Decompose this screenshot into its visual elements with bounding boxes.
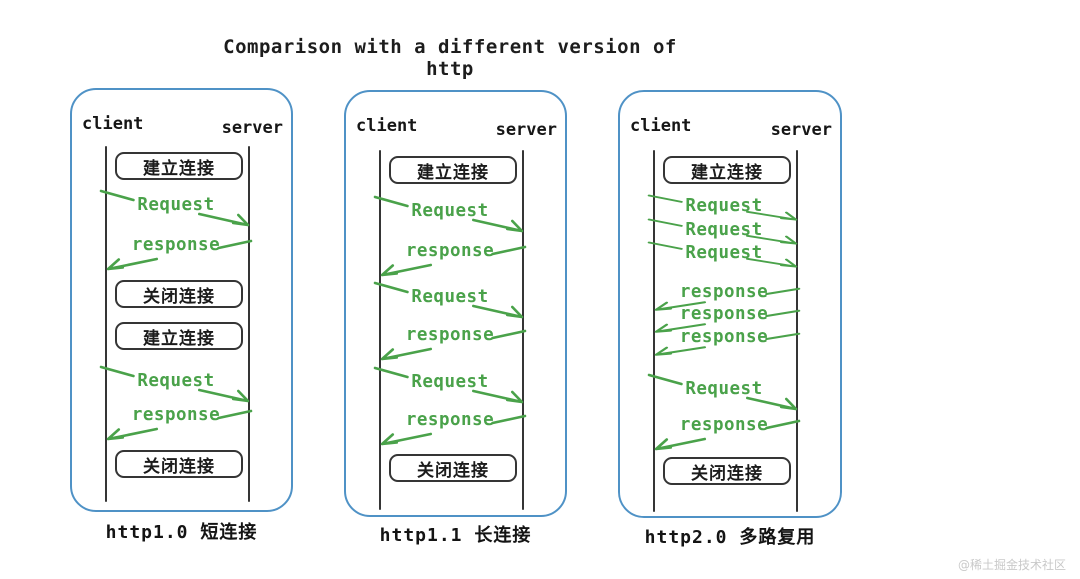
box-label: 关闭连接 bbox=[691, 463, 763, 484]
response-arrow: response bbox=[374, 322, 527, 362]
arrow-label: Request bbox=[137, 195, 215, 215]
arrow-strokes bbox=[654, 287, 801, 311]
watermark: @稀土掘金技术社区 bbox=[957, 558, 1066, 572]
arrow-strokes bbox=[654, 332, 801, 356]
response-arrow: response bbox=[374, 407, 527, 447]
caption-http1-0: http1.0 短连接 bbox=[105, 522, 258, 543]
caption-http1-1: http1.1 长连接 bbox=[379, 525, 532, 546]
request-arrow: Request bbox=[647, 239, 800, 273]
box-label: 建立连接 bbox=[143, 158, 215, 179]
box-label: 关闭连接 bbox=[143, 286, 215, 307]
close-connection-box: 关闭连接 bbox=[389, 454, 517, 482]
request-arrow: Request bbox=[373, 192, 526, 240]
arrow-strokes bbox=[647, 218, 798, 245]
panel-http2-0: client server 建立连接 Request Request Reque… bbox=[618, 90, 842, 518]
arrow-label: Request bbox=[685, 379, 763, 399]
arrow-strokes bbox=[647, 241, 798, 268]
response-arrow: response bbox=[648, 412, 801, 452]
request-arrow: Request bbox=[647, 192, 800, 226]
arrow-strokes bbox=[373, 281, 524, 319]
arrow-strokes bbox=[99, 189, 250, 227]
page-title: Comparison with a different version of h… bbox=[223, 36, 677, 80]
arrow-label: Request bbox=[685, 220, 763, 240]
arrow-label: Request bbox=[685, 243, 763, 263]
response-arrow: response bbox=[100, 232, 253, 272]
arrow-label: response bbox=[679, 304, 769, 324]
arrow-label: Request bbox=[411, 287, 489, 307]
arrow-strokes bbox=[106, 239, 253, 271]
box-label: 关闭连接 bbox=[143, 456, 215, 477]
arrow-label: response bbox=[405, 325, 495, 345]
arrow-label: response bbox=[679, 327, 769, 347]
box-label: 建立连接 bbox=[691, 162, 763, 183]
arrow-strokes bbox=[654, 419, 801, 451]
close-connection-box: 关闭连接 bbox=[663, 457, 791, 485]
caption-http2-0: http2.0 多路复用 bbox=[644, 527, 816, 548]
arrow-label: Request bbox=[685, 196, 763, 216]
arrow-label: Request bbox=[137, 371, 215, 391]
request-arrow: Request bbox=[99, 362, 252, 410]
server-label: server bbox=[495, 120, 557, 140]
client-lifeline bbox=[379, 150, 382, 510]
arrow-strokes bbox=[373, 366, 524, 404]
client-label: client bbox=[82, 114, 144, 134]
establish-connection-box: 建立连接 bbox=[115, 322, 243, 350]
arrow-label: response bbox=[405, 410, 495, 430]
arrow-strokes bbox=[654, 309, 801, 333]
client-lifeline bbox=[105, 146, 108, 502]
request-arrow: Request bbox=[647, 370, 800, 418]
arrow-label: response bbox=[405, 241, 495, 261]
panel-http1-1: client server 建立连接 Request response Requ… bbox=[344, 90, 567, 517]
server-lifeline bbox=[796, 150, 799, 512]
arrow-strokes bbox=[106, 409, 253, 441]
client-label: client bbox=[356, 116, 418, 136]
request-arrow: Request bbox=[99, 186, 252, 234]
request-arrow: Request bbox=[373, 363, 526, 411]
close-connection-box: 关闭连接 bbox=[115, 280, 243, 308]
close-connection-box: 关闭连接 bbox=[115, 450, 243, 478]
arrow-label: response bbox=[131, 405, 221, 425]
establish-connection-box: 建立连接 bbox=[663, 156, 791, 184]
arrow-strokes bbox=[380, 245, 527, 277]
request-arrow: Request bbox=[647, 216, 800, 250]
arrow-label: response bbox=[679, 282, 769, 302]
box-label: 建立连接 bbox=[417, 162, 489, 183]
response-arrow: response bbox=[100, 402, 253, 442]
establish-connection-box: 建立连接 bbox=[115, 152, 243, 180]
response-arrow: response bbox=[374, 238, 527, 278]
server-label: server bbox=[221, 118, 283, 138]
arrow-strokes bbox=[647, 373, 798, 411]
server-lifeline bbox=[248, 146, 251, 502]
response-arrow: response bbox=[648, 304, 801, 334]
client-label: client bbox=[630, 116, 692, 136]
arrow-label: Request bbox=[411, 372, 489, 392]
panel-http1-0: client server 建立连接 Request response 关闭连接… bbox=[70, 88, 293, 512]
arrow-label: Request bbox=[411, 201, 489, 221]
response-arrow: response bbox=[648, 327, 801, 357]
box-label: 建立连接 bbox=[143, 328, 215, 349]
box-label: 关闭连接 bbox=[417, 460, 489, 481]
establish-connection-box: 建立连接 bbox=[389, 156, 517, 184]
arrow-strokes bbox=[373, 195, 524, 233]
client-lifeline bbox=[653, 150, 656, 512]
arrow-strokes bbox=[647, 194, 798, 221]
arrow-strokes bbox=[380, 329, 527, 361]
response-arrow: response bbox=[648, 282, 801, 312]
arrow-strokes bbox=[99, 365, 250, 403]
request-arrow: Request bbox=[373, 278, 526, 326]
arrow-label: response bbox=[131, 235, 221, 255]
arrow-strokes bbox=[380, 414, 527, 446]
server-label: server bbox=[770, 120, 832, 140]
arrow-label: response bbox=[679, 415, 769, 435]
server-lifeline bbox=[522, 150, 525, 510]
